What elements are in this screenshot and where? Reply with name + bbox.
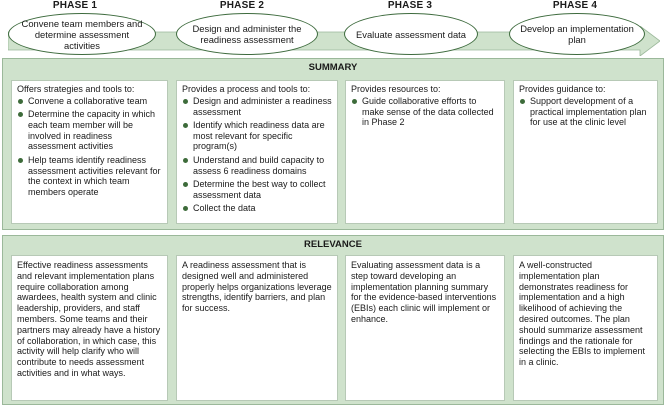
phase-3-oval: Evaluate assessment data (344, 13, 478, 55)
summary-card-phase-4: Provides guidance to: Support developmen… (513, 80, 658, 224)
bullet-icon (520, 98, 525, 104)
phase-1-header: PHASE 1 (52, 0, 98, 11)
bullet-icon (18, 112, 23, 118)
summary-card-lead: Provides resources to: (351, 84, 441, 94)
summary-card-phase-3: Provides resources to: Guide collaborati… (345, 80, 505, 224)
relevance-text: A readiness assessment that is designed … (182, 260, 332, 314)
relevance-panel: RELEVANCE Effective readiness assessment… (2, 235, 664, 405)
summary-card-lead: Offers strategies and tools to: (17, 84, 135, 94)
summary-bullet: Understand and build capacity to assess … (182, 155, 332, 177)
summary-title: SUMMARY (308, 62, 358, 73)
phase-2-oval: Design and administer the readiness asse… (176, 13, 318, 55)
summary-bullet: Collect the data (182, 203, 332, 214)
summary-panel: SUMMARY Offers strategies and tools to: … (2, 58, 664, 230)
phase-4-oval: Develop an implementation plan (509, 13, 645, 55)
summary-bullet: Determine the best way to collect assess… (182, 179, 332, 201)
bullet-icon (183, 98, 188, 104)
relevance-title: RELEVANCE (304, 239, 362, 250)
summary-card-phase-2: Provides a process and tools to: Design … (176, 80, 338, 224)
bullet-icon (183, 157, 188, 163)
summary-bullet: Determine the capacity in which each tea… (17, 109, 162, 152)
relevance-card-phase-3: Evaluating assessment data is a step tow… (345, 255, 505, 401)
summary-bullet: Identify which readiness data are most r… (182, 120, 332, 152)
phase-3-title: Evaluate assessment data (356, 28, 466, 40)
bullet-icon (18, 157, 23, 163)
summary-bullet: Support development of a practical imple… (519, 96, 652, 128)
phase-1-oval: Convene team members and determine asses… (8, 13, 156, 55)
bullet-icon (183, 122, 188, 128)
relevance-text: Evaluating assessment data is a step tow… (351, 260, 497, 324)
relevance-card-phase-2: A readiness assessment that is designed … (176, 255, 338, 401)
phase-4-title: Develop an implementation plan (520, 23, 634, 45)
bullet-icon (352, 98, 357, 104)
summary-bullet: Design and administer a readiness assess… (182, 96, 332, 118)
phase-3-header: PHASE 3 (387, 0, 433, 11)
summary-card-lead: Provides a process and tools to: (182, 84, 311, 94)
phase-4-header: PHASE 4 (552, 0, 598, 11)
phase-2-header: PHASE 2 (219, 0, 265, 11)
relevance-card-phase-4: A well-constructed implementation plan d… (513, 255, 658, 401)
bullet-icon (18, 98, 23, 104)
bullet-icon (183, 205, 188, 211)
summary-bullet: Help teams identify readiness assessment… (17, 155, 162, 198)
summary-card-lead: Provides guidance to: (519, 84, 606, 94)
relevance-card-phase-1: Effective readiness assessments and rele… (11, 255, 168, 401)
summary-bullet: Guide collaborative efforts to make sens… (351, 96, 499, 128)
relevance-text: Effective readiness assessments and rele… (17, 260, 161, 378)
phase-1-title: Convene team members and determine asses… (21, 17, 143, 51)
summary-card-phase-1: Offers strategies and tools to: Convene … (11, 80, 168, 224)
summary-bullet: Convene a collaborative team (17, 96, 162, 107)
relevance-text: A well-constructed implementation plan d… (519, 260, 646, 368)
phase-2-title: Design and administer the readiness asse… (192, 23, 302, 45)
bullet-icon (183, 181, 188, 187)
